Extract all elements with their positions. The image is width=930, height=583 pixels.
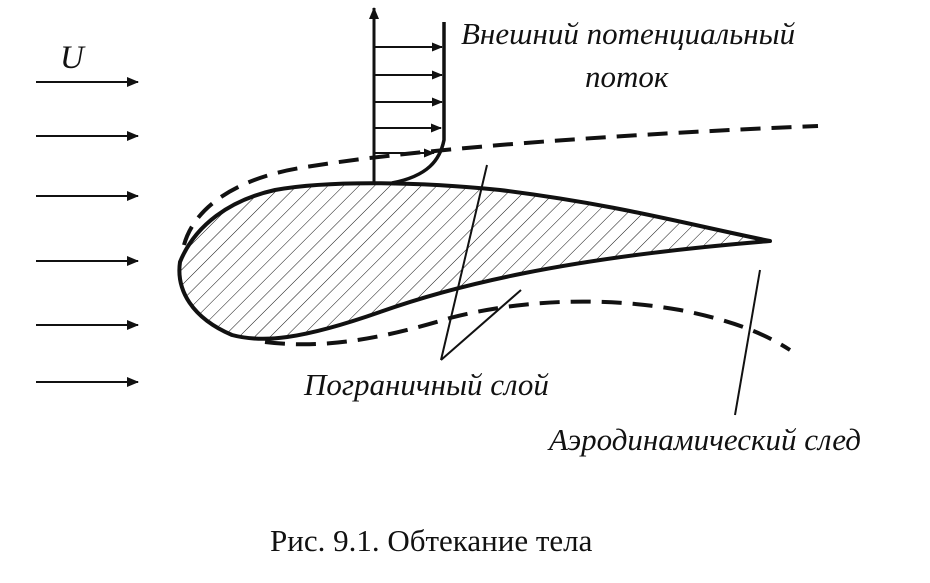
boundary-layer-leader [440,289,522,361]
velocity-profile-curve [391,22,446,185]
boundary-layer-label: Пограничный слой [304,367,549,402]
free-stream-arrows [36,77,139,387]
upper-boundary-layer-edge [182,124,819,246]
wake-label: Аэродинамический след [549,422,861,457]
boundary-layer-edges [182,124,819,352]
lower-boundary-layer-edge [264,299,792,352]
airfoil-body [177,181,772,341]
wake-leader [734,269,761,416]
figure-caption: Рис. 9.1. Обтекание тела [270,523,593,558]
outer-flow-label-line1: Внешний потенциальный [461,16,796,51]
leader-lines [440,164,761,416]
velocity-label-u: U [60,40,84,76]
boundary-layer-leader [440,164,488,361]
outer-flow-label-line2: поток [585,59,669,94]
velocity-profile [369,7,446,185]
